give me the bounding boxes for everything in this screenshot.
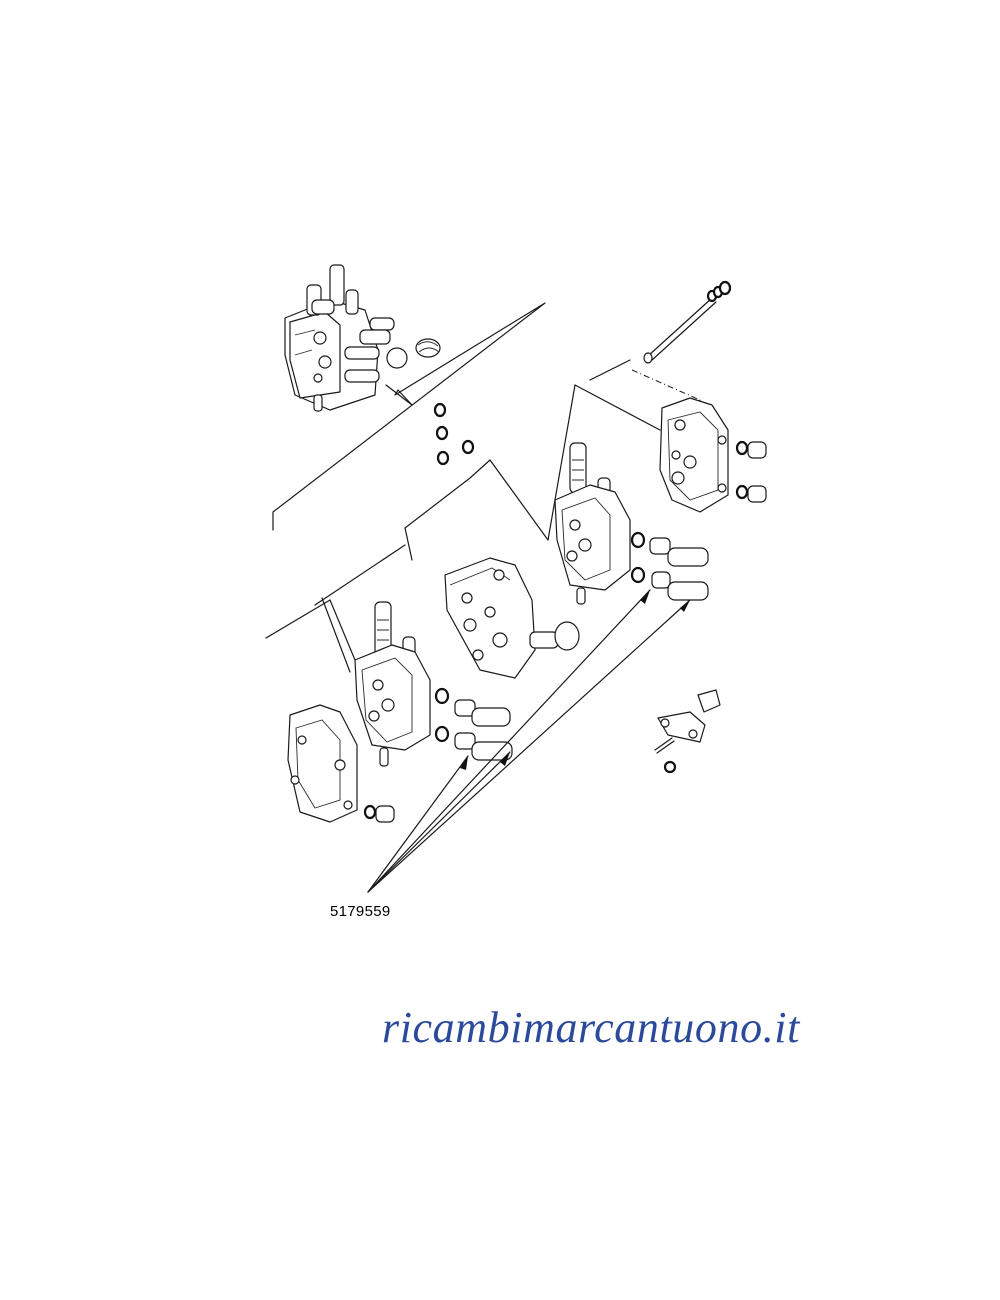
inlet-section	[444, 557, 580, 679]
end-plate-right	[659, 397, 729, 513]
spring-clip	[415, 338, 441, 358]
end-cover-plug	[363, 804, 395, 823]
valve-section-upper	[554, 442, 631, 605]
complete-valve-assembly	[284, 264, 408, 412]
callout-leader-lines	[367, 589, 691, 893]
valve-section-lower	[354, 601, 431, 767]
tie-rod	[643, 280, 732, 364]
tie-rod-centerline	[631, 369, 711, 413]
spool-seals-upper	[630, 531, 646, 584]
spool-cartridges-upper	[649, 537, 709, 601]
lever-linkage	[654, 689, 721, 774]
end-cover-left	[287, 704, 358, 823]
o-ring-set-center	[433, 402, 475, 466]
spool-seals-lower	[434, 687, 450, 743]
spool-cartridges-lower	[454, 699, 513, 761]
part-number-callout: 5179559	[330, 903, 391, 920]
watermark-text: ricambimarcantuono.it	[382, 1003, 800, 1052]
end-plate-plugs	[735, 440, 767, 503]
assembly-bracket-lines	[265, 302, 661, 673]
